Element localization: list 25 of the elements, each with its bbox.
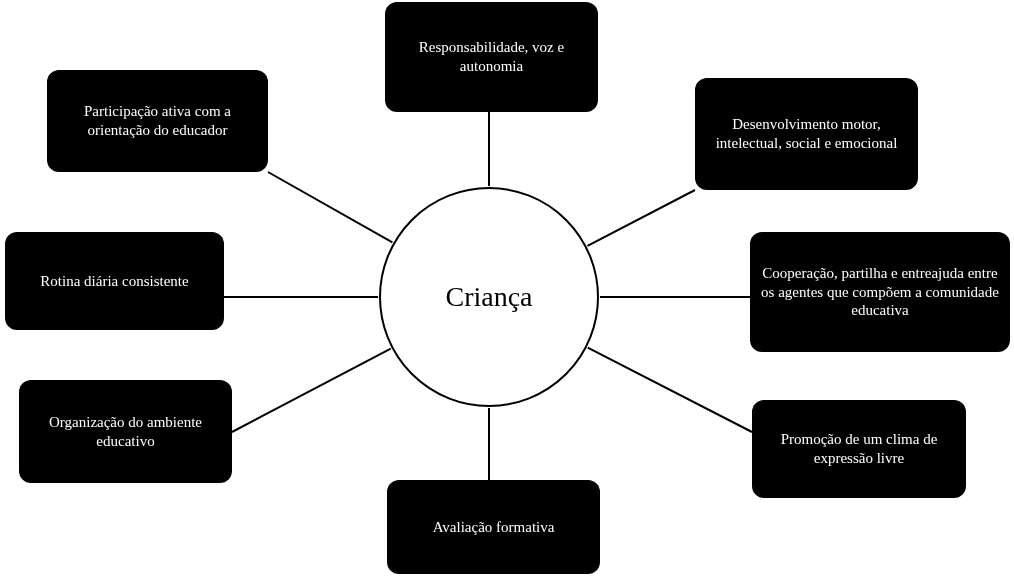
text-box <box>387 480 600 574</box>
text-box <box>19 380 232 483</box>
text-box <box>47 70 268 172</box>
text-box <box>5 232 224 330</box>
connector-line <box>267 171 394 244</box>
box-label: Avaliação formativa <box>432 517 555 537</box>
box-label: Responsabilidade, voz e autonomia <box>417 38 566 76</box>
box-label: Promoção de um clima de expressão livre <box>779 430 939 468</box>
box-label: Participação ativa com a orientação do educador <box>83 102 232 140</box>
text-box <box>750 232 1010 352</box>
connector-line <box>488 111 490 187</box>
box-label: Organização do ambiente educativo <box>48 412 203 451</box>
text-box <box>385 2 598 112</box>
connector-line <box>488 407 490 481</box>
box-label: Cooperação, partilha e entreajuda entre os agentes que compõem a comunidade educativa <box>760 263 1000 321</box>
box-label: Rotina diária consistente <box>40 271 189 291</box>
connector-line <box>231 347 392 433</box>
box-label: Desenvolvimento motor, intelectual, social e emocional <box>714 115 899 153</box>
connector-line <box>586 189 696 247</box>
text-box <box>695 78 918 190</box>
connector-line <box>599 296 751 298</box>
circle-label: Criança <box>445 281 533 313</box>
connector-line <box>223 296 379 298</box>
connector-line <box>586 346 753 433</box>
text-box <box>752 400 966 498</box>
